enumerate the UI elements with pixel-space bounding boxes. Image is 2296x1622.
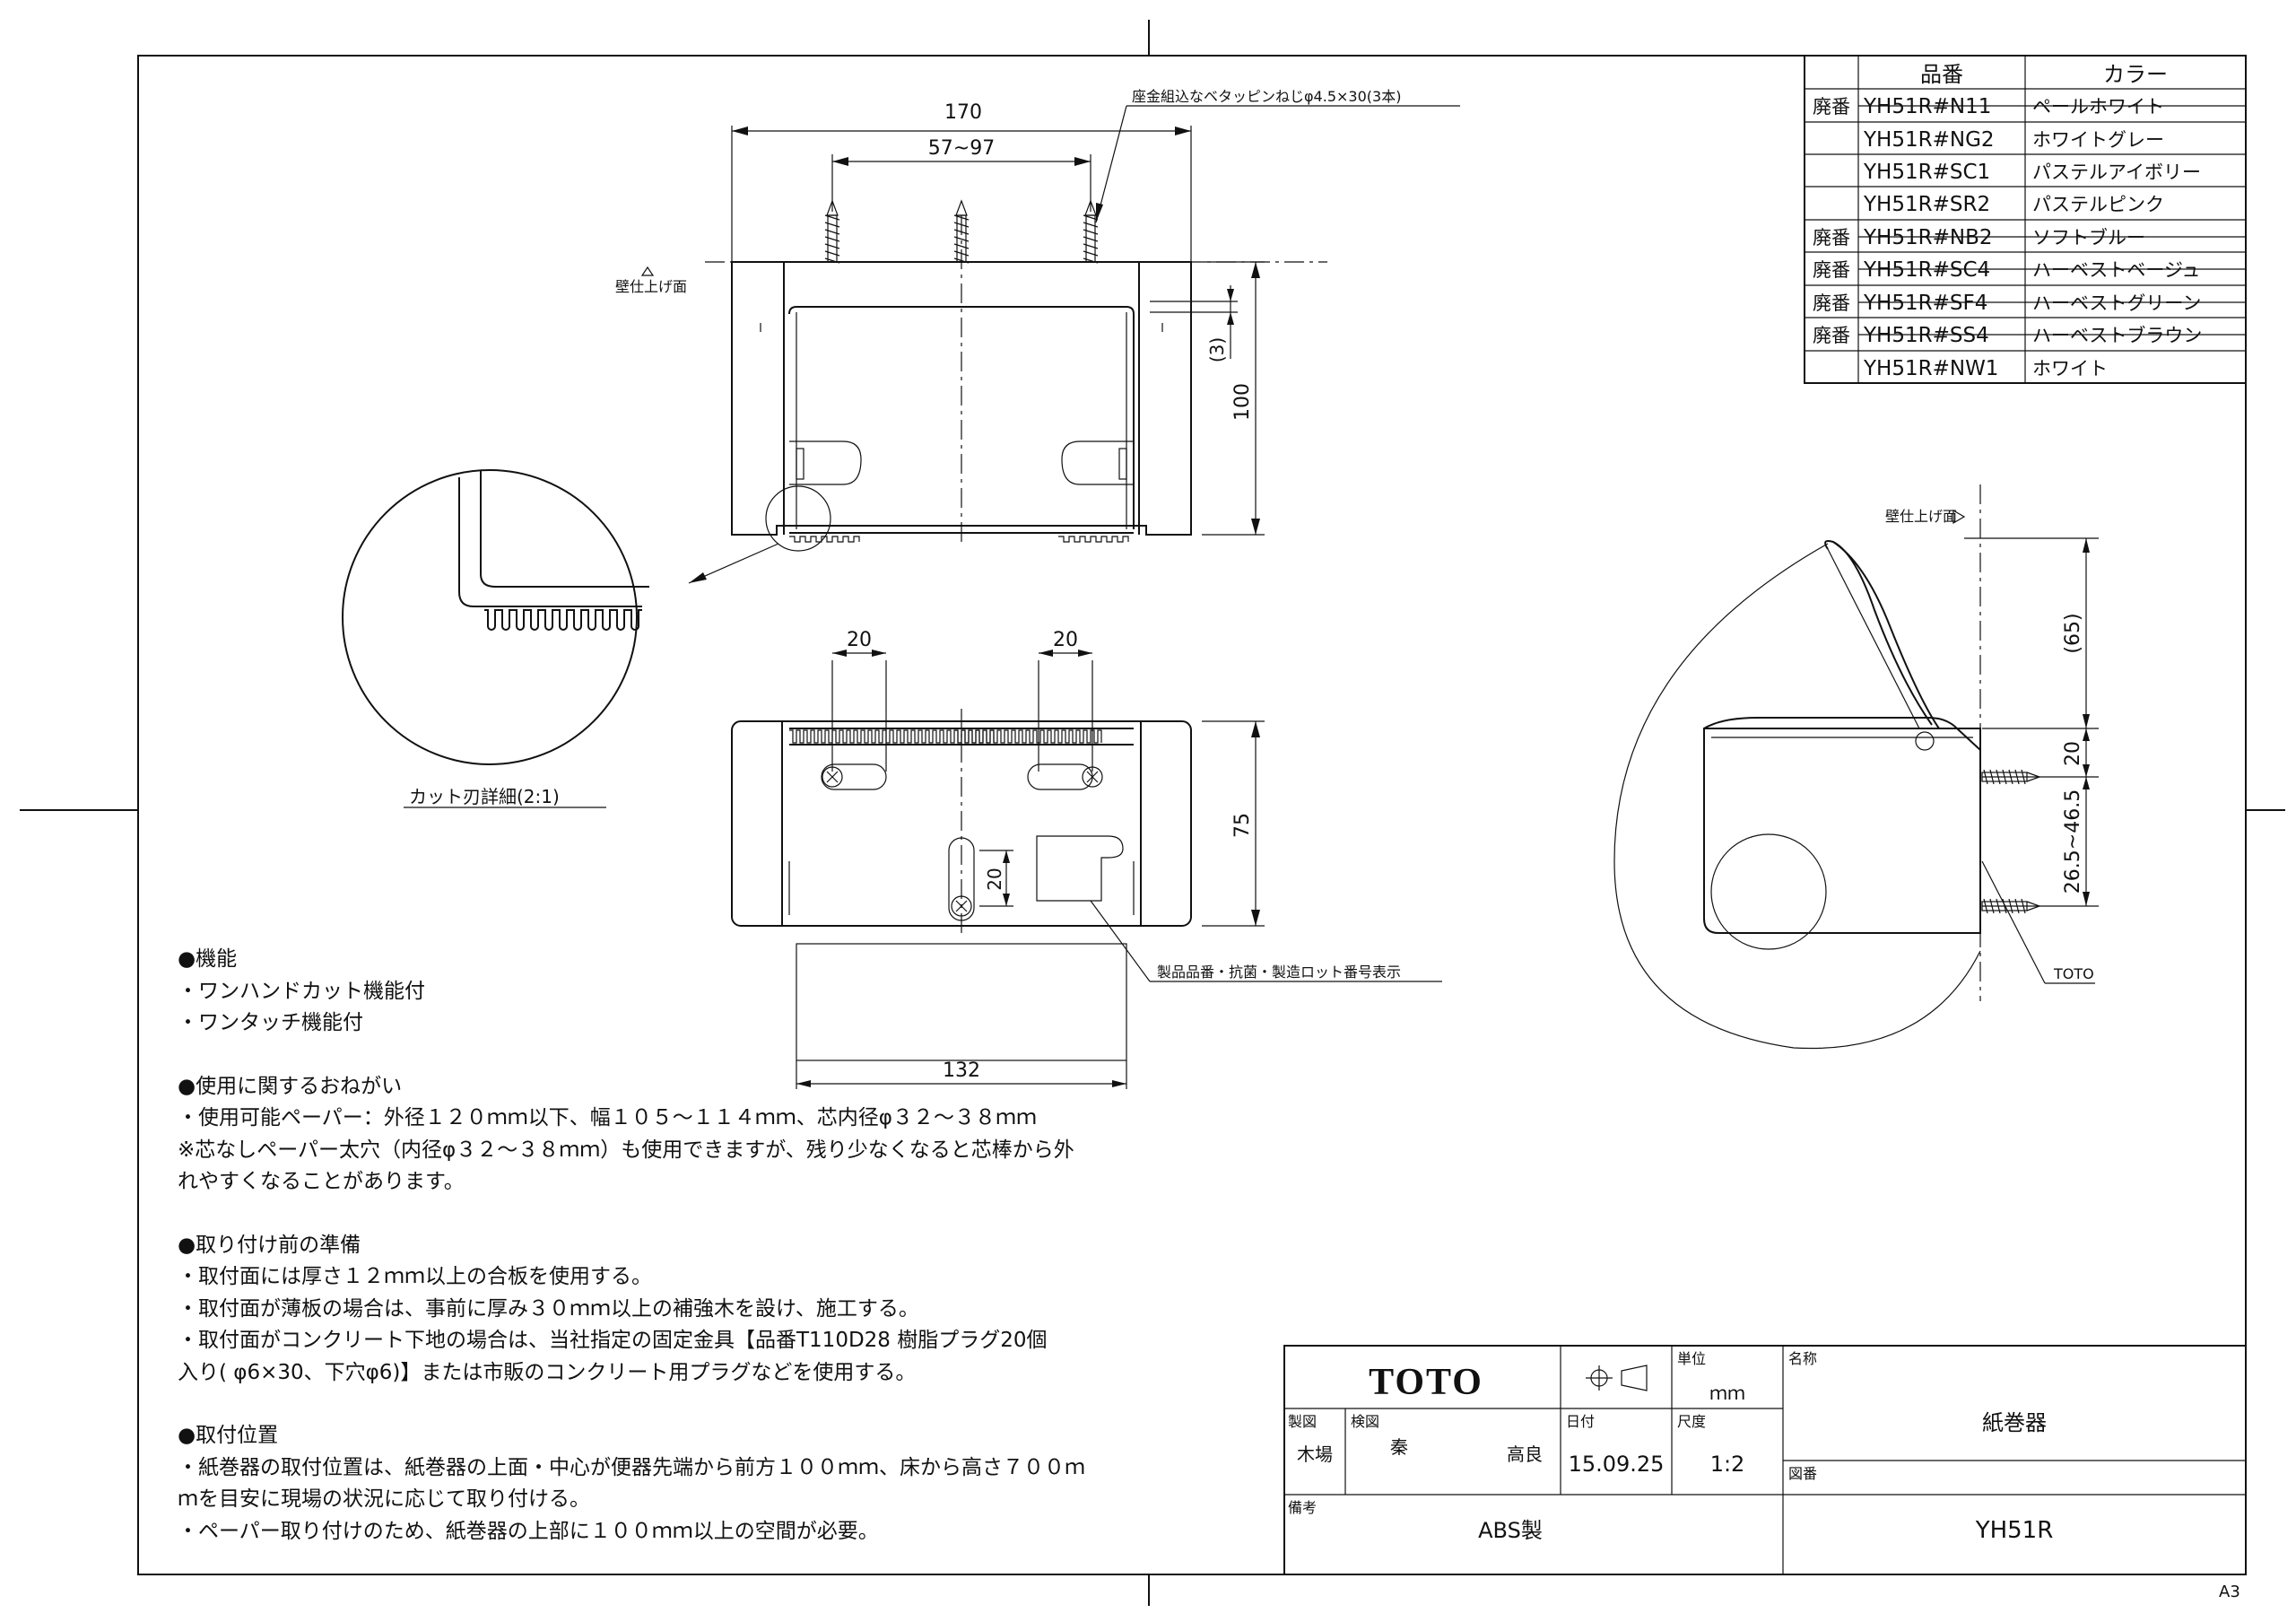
sheet-border xyxy=(137,55,2247,1575)
remarks-label: 備考 xyxy=(1288,1499,1317,1516)
table-cell-status: 廃番 xyxy=(1813,325,1850,346)
dim-75: 75 xyxy=(1231,813,1254,838)
table-cell-status: 廃番 xyxy=(1813,259,1850,281)
back-view: 20 20 20 75 xyxy=(731,629,1442,1089)
screw-head-icon xyxy=(1082,766,1103,788)
checked-label: 検図 xyxy=(1351,1413,1379,1430)
scale-label: 尺度 xyxy=(1677,1413,1706,1430)
table-cell-status: 廃番 xyxy=(1813,292,1850,314)
dim-20-side: 20 xyxy=(2062,741,2084,766)
screw-head-icon xyxy=(951,895,972,917)
title-block: TOTO 単位 ｍｍ 名称 紙巻器 製図 木場 検図 秦 高良 日付 15.09… xyxy=(1283,1345,2247,1575)
table-cell-part: YH51R#SS4 xyxy=(1863,324,1989,347)
toto-label: TOTO xyxy=(2053,965,2094,982)
dim-132: 132 xyxy=(943,1060,980,1082)
unit-value: ｍｍ xyxy=(1709,1382,1745,1404)
date-value: 15.09.25 xyxy=(1569,1452,1665,1477)
wall-label-front: 壁仕上げ面 xyxy=(615,278,687,295)
position-item: ・ペーパー取り付けのため、紙巻器の上部に１００ｍｍ以上の空間が必要。 xyxy=(178,1519,879,1543)
table-cell-color: ハーベストブラウン xyxy=(2032,325,2202,346)
checked-by-2: 高良 xyxy=(1507,1443,1543,1465)
prep-item: 入り( φ6×30、下穴φ6)】または市販のコンクリート用プラグなどを使用する。 xyxy=(178,1360,917,1384)
prep-heading: ●取り付け前の準備 xyxy=(178,1233,361,1257)
table-cell-part: YH51R#SR2 xyxy=(1863,193,1990,216)
dim-slot-right: 20 xyxy=(1053,629,1078,651)
table-cell-part: YH51R#NW1 xyxy=(1863,357,1998,380)
features-heading: ●機能 xyxy=(178,947,238,971)
dim-range: 26.5~46.5 xyxy=(2062,789,2084,894)
table-cell-color: ホワイトグレー xyxy=(2032,129,2164,151)
dim-gap-3: (3) xyxy=(1206,337,1228,362)
table-cell-part: YH51R#SC1 xyxy=(1863,161,1990,184)
date-label: 日付 xyxy=(1566,1413,1595,1430)
dim-slot-left: 20 xyxy=(847,629,872,651)
screw-note: 座金組込なベタッピンねじφ4.5×30(3本) xyxy=(1132,88,1401,105)
screw-head-icon xyxy=(822,766,843,788)
notes-section: ●機能 ・ワンハンドカット機能付 ・ワンタッチ機能付 ●使用に関するおねがい ・… xyxy=(178,944,1209,1548)
position-item: ・紙巻器の取付位置は、紙巻器の上面・中心が便器先端から前方１００ｍｍ、床から高さ… xyxy=(178,1455,1085,1479)
detail-label: カット刃詳細(2:1) xyxy=(409,786,560,807)
dim-65: (65) xyxy=(2062,613,2084,653)
table-cell-status: 廃番 xyxy=(1813,96,1850,118)
dim-slot-vertical: 20 xyxy=(984,868,1005,890)
drawing-no-label: 図番 xyxy=(1788,1465,1817,1482)
prep-item: ・取付面には厚さ１２ｍｍ以上の合板を使用する。 xyxy=(178,1265,652,1288)
dim-170: 170 xyxy=(944,101,982,124)
name-value: 紙巻器 xyxy=(1982,1410,2047,1435)
unit-label: 単位 xyxy=(1677,1350,1706,1367)
screw-icon xyxy=(824,199,840,264)
table-cell-color: パステルアイボリー xyxy=(2032,161,2201,183)
wall-label-side: 壁仕上げ面 xyxy=(1885,508,1957,525)
table-cell-color: ソフトブルー xyxy=(2032,227,2145,249)
table-cell-color: パステルピンク xyxy=(2032,194,2164,215)
table-cell-color: ハーベストベージュ xyxy=(2032,259,2201,281)
cut-blade-detail: カット刃詳細(2:1) xyxy=(342,469,649,808)
drawn-label: 製図 xyxy=(1288,1413,1317,1430)
side-view: 壁仕上げ面 (65) 20 26.5~46.5 TOTO xyxy=(1613,484,2099,1050)
table-cell-part: YH51R#NB2 xyxy=(1863,226,1992,249)
prep-item: ・取付面がコンクリート下地の場合は、当社指定の固定金具【品番T110D28 樹脂… xyxy=(178,1329,1048,1352)
table-cell-part: YH51R#SC4 xyxy=(1863,258,1990,282)
remarks-value: ABS製 xyxy=(1478,1518,1543,1543)
table-cell-color: ハーベストグリーン xyxy=(2032,292,2201,314)
checked-by-1: 秦 xyxy=(1390,1436,1408,1458)
usage-item: れやすくなることがあります。 xyxy=(178,1170,465,1193)
scale-value: 1:2 xyxy=(1710,1452,1745,1477)
table-header-part: 品番 xyxy=(1920,62,1963,87)
name-label: 名称 xyxy=(1788,1350,1817,1367)
drawing-no: YH51R xyxy=(1975,1517,2054,1544)
feature-item: ・ワンタッチ機能付 xyxy=(178,1011,363,1034)
usage-item: ※芯なしペーパー太穴（内径φ３２～３８ｍｍ）も使用できますが、残り少なくなると芯… xyxy=(178,1138,1074,1162)
table-cell-color: ペールホワイト xyxy=(2032,96,2164,118)
position-item: ｍを目安に現場の状況に応じて取り付ける。 xyxy=(178,1487,590,1511)
table-cell-part: YH51R#SF4 xyxy=(1863,292,1987,315)
dim-screw-spacing: 57~97 xyxy=(928,137,995,160)
table-cell-color: ホワイト xyxy=(2032,358,2108,379)
dim-100: 100 xyxy=(1231,383,1254,421)
table-cell-part: YH51R#NG2 xyxy=(1863,128,1995,152)
usage-item: ・使用可能ペーパー：外径１２０ｍｍ以下、幅１０５～１１４ｍｍ、芯内径φ３２～３８… xyxy=(178,1106,1037,1129)
feature-item: ・ワンハンドカット機能付 xyxy=(178,979,425,1003)
table-cell-status: 廃番 xyxy=(1813,227,1850,249)
screw-icon xyxy=(1083,199,1099,264)
sheet-size: A3 xyxy=(2219,1583,2240,1601)
front-view: 170 57~97 座金組込なベタッピンねじφ4.5×30(3本) 壁仕上げ面 xyxy=(615,88,1460,584)
projection-symbol-icon xyxy=(1586,1365,1648,1391)
toto-logo: TOTO xyxy=(1369,1362,1483,1403)
position-heading: ●取付位置 xyxy=(178,1424,279,1447)
table-header-color: カラー xyxy=(2103,62,2168,87)
prep-item: ・取付面が薄板の場合は、事前に厚み３０ｍｍ以上の補強木を設け、施工する。 xyxy=(178,1296,919,1321)
table-cell-part: YH51R#N11 xyxy=(1863,95,1991,118)
parts-table: 品番 カラー 廃番 YH51R#N11 ペールホワイト YH51R#NG2 ホワイトグレ… xyxy=(1804,55,2247,384)
drawn-by: 木場 xyxy=(1297,1443,1333,1465)
lot-note: 製品品番・抗菌・製造ロット番号表示 xyxy=(1157,964,1401,981)
usage-heading: ●使用に関するおねがい xyxy=(178,1074,403,1098)
